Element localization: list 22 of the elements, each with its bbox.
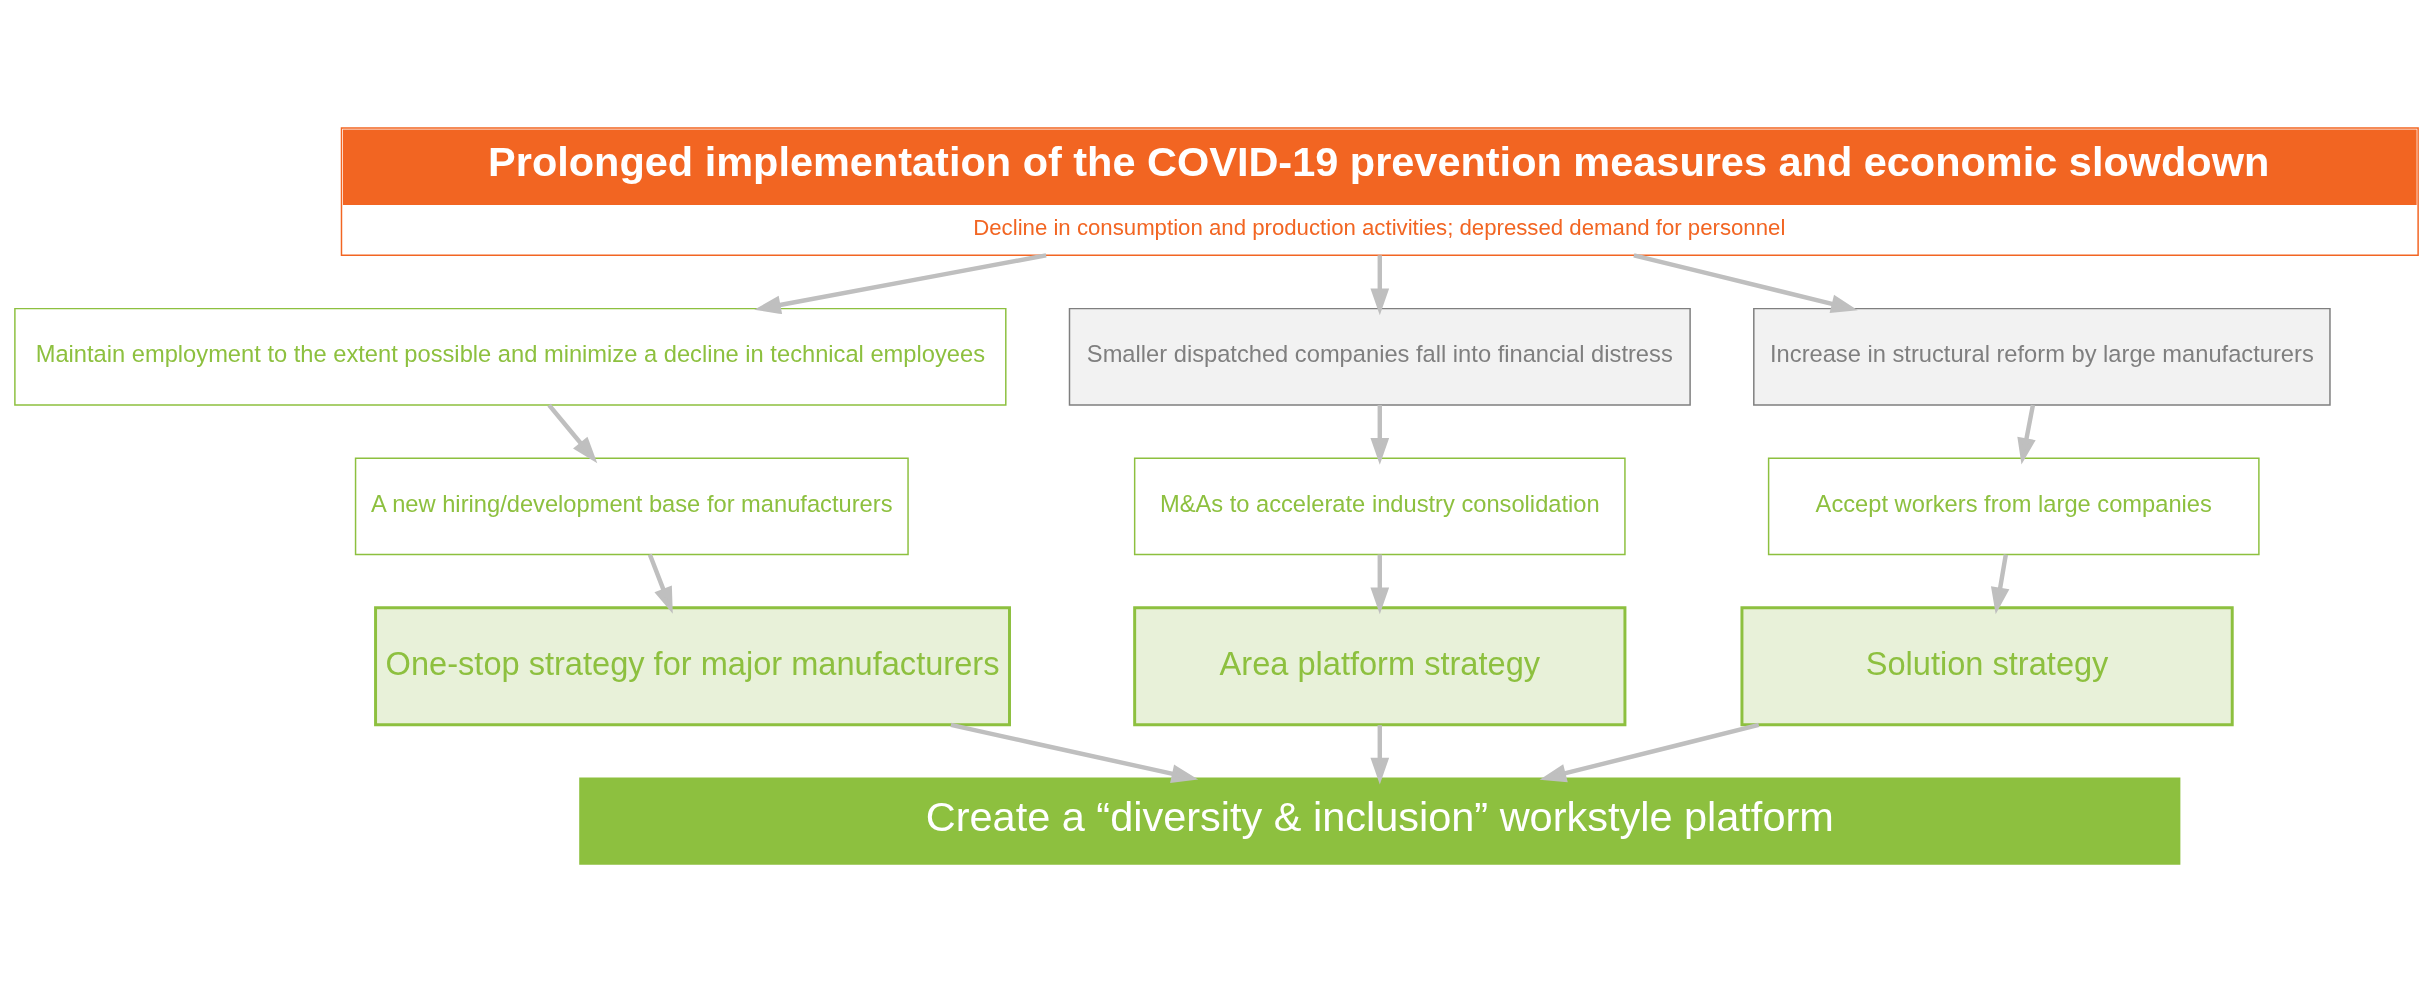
node-box: Accept workers from large companies <box>1767 457 2260 555</box>
node-box: Smaller dispatched companies fall into financial distress <box>1068 307 1691 406</box>
arrow <box>950 722 1199 783</box>
arrow <box>647 553 673 614</box>
arrow <box>1990 553 2010 614</box>
node-box: Create a “diversity & inclusion” workstyle platform <box>579 776 2181 865</box>
node-box: Increase in structural reform by large manufacturers <box>1753 307 2331 406</box>
arrow <box>2017 404 2036 465</box>
arrow <box>1370 724 1390 784</box>
node-box: M&As to accelerate industry consolidation <box>1133 457 1626 555</box>
node-box: One-stop strategy for major manufacturers <box>374 605 1011 726</box>
arrow <box>1370 254 1390 315</box>
arrow <box>1539 722 1760 782</box>
arrow <box>1633 252 1858 313</box>
arrow <box>1370 554 1390 614</box>
node-box: A new hiring/development base for manufacturers <box>354 457 909 555</box>
node-box: Maintain employment to the extent possible and minimize a decline in technical employees <box>14 307 1007 406</box>
node-box: Area platform strategy <box>1133 605 1627 726</box>
node-box: Solution strategy <box>1740 605 2234 726</box>
arrow <box>547 403 598 463</box>
arrow <box>754 252 1047 314</box>
arrow <box>1370 404 1390 465</box>
